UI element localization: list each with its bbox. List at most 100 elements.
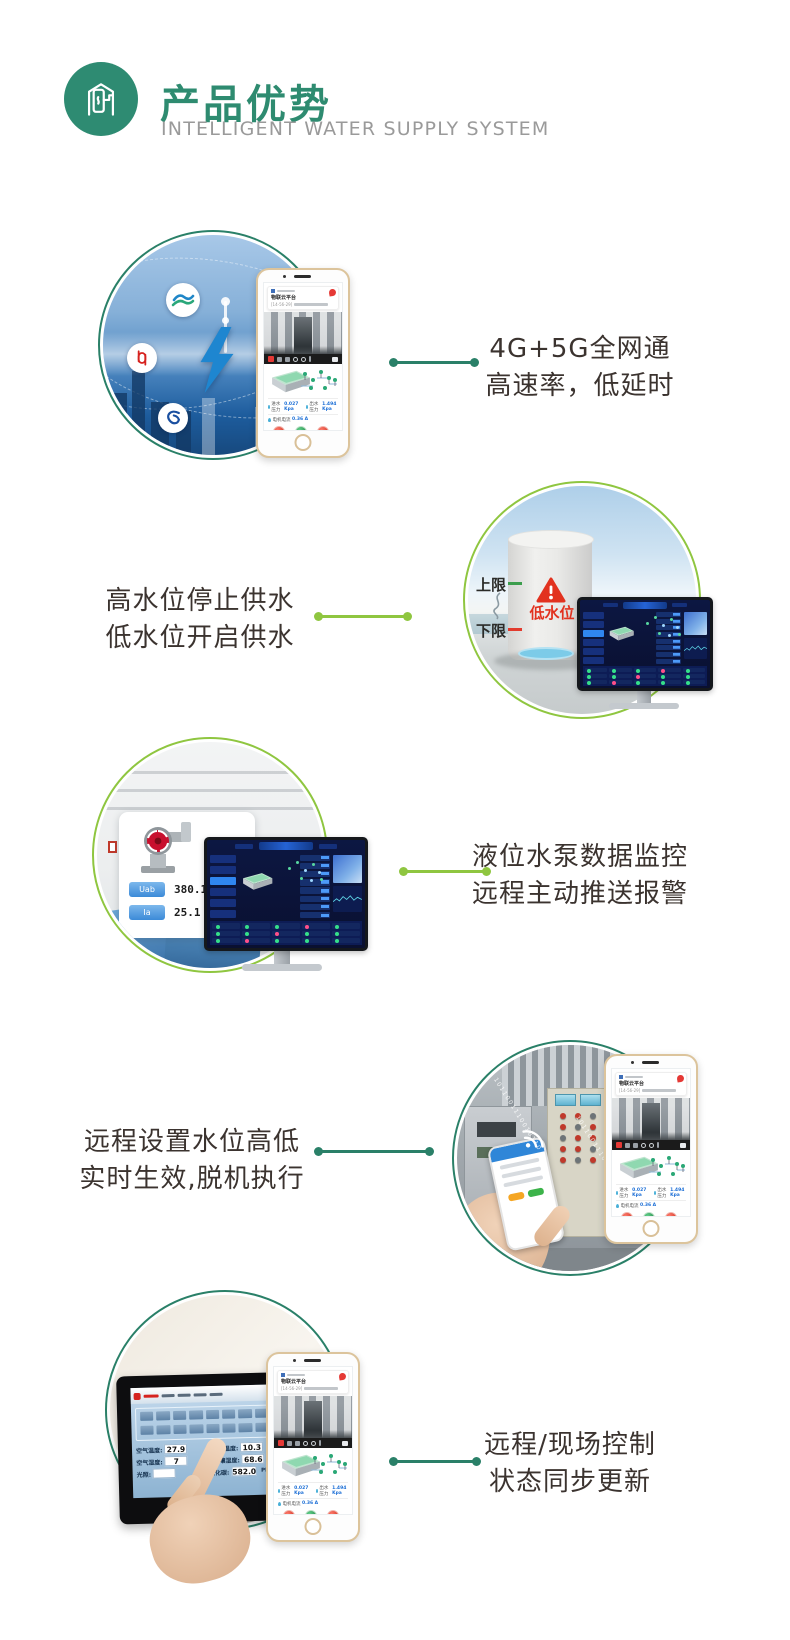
lower-limit-tick (508, 628, 522, 631)
panel-menu-bar (130, 1384, 277, 1405)
notification-message: [14-56-29] (281, 1386, 345, 1391)
alarm-bell-icon (338, 1372, 347, 1381)
dashboard-sidebar (333, 854, 362, 919)
dashboard-title-bar (207, 840, 365, 853)
current-tag: Ia (129, 905, 165, 920)
dashboard-title-bar (580, 600, 710, 611)
app-logo-icon (619, 1075, 623, 1079)
china-mobile-logo (166, 283, 200, 317)
trend-chart (333, 886, 362, 912)
status-grid (582, 666, 708, 686)
connector-line (399, 867, 491, 876)
home-button (642, 1220, 660, 1237)
front-camera-icon (293, 1359, 297, 1362)
video-icon (295, 1440, 300, 1446)
camera-thumbnail (683, 611, 708, 635)
connector-line (389, 1457, 481, 1466)
speaker-slot (304, 1359, 321, 1362)
droplet-icon (278, 1488, 280, 1493)
control-buttons (264, 424, 342, 430)
phone-bottom-bezel (268, 1515, 358, 1540)
record-icon (268, 356, 274, 362)
fullscreen-icon (680, 1142, 686, 1148)
pipe-network-diagram (301, 370, 337, 390)
dashboard-values (656, 611, 682, 664)
front-camera-icon (631, 1061, 635, 1064)
pipe-network-diagram (649, 1156, 685, 1176)
snapshot-icon (277, 356, 282, 362)
notification-card: 物联云平台 [14-56-29] (277, 1370, 349, 1394)
camera-toolbar (612, 1140, 690, 1150)
monitor-mockup (204, 837, 368, 951)
section-badge (64, 62, 138, 136)
mic-icon (319, 1440, 321, 1446)
dashboard-tank-view (239, 855, 297, 919)
feature-text: 液位水泵数据监控 远程主动推送报警 (471, 842, 688, 909)
active-menu-item (143, 1393, 159, 1398)
dashboard-values (299, 854, 330, 919)
phone-top-bezel (268, 1354, 358, 1366)
home-button (294, 434, 312, 451)
app-platform-name: 物联云平台 (281, 1379, 307, 1385)
feature-text: 远程/现场控制 状态同步更新 (484, 1430, 656, 1497)
alarm-bell-icon (676, 1074, 685, 1083)
page-subtitle: INTELLIGENT WATER SUPPLY SYSTEM (161, 118, 550, 140)
mic-icon (657, 1142, 659, 1148)
level-range-squiggle (493, 592, 501, 620)
dashboard-sidebar (683, 611, 708, 664)
rotate-icon (641, 1142, 646, 1148)
record-icon (278, 1440, 284, 1446)
control-buttons (274, 1508, 352, 1514)
target-icon (649, 1142, 654, 1148)
app-platform-name: 物联云平台 (271, 295, 297, 301)
notification-message: [14-56-29] (619, 1088, 683, 1093)
connector-line (389, 358, 479, 367)
pipe-network-diagram (311, 1454, 347, 1474)
monitor-mockup (577, 597, 713, 691)
camera-feed (612, 1098, 690, 1140)
app-logo-icon (281, 1373, 285, 1377)
sensor-dots (646, 622, 650, 626)
snapshot-icon (287, 1440, 292, 1446)
notification-card: 物联云平台 [14-56-29] (267, 286, 339, 310)
camera-thumbnail (333, 854, 362, 883)
mic-icon (309, 356, 311, 362)
feature-text: 4G+5G全网通 高速率，低延时 (485, 334, 675, 401)
phone-bottom-bezel (606, 1217, 696, 1242)
record-icon (616, 1142, 622, 1148)
lightning-bolt-icon (200, 327, 234, 393)
current-value: 25.1 A (174, 906, 214, 919)
lower-limit-label: 下限 (476, 622, 507, 640)
target-icon (311, 1440, 316, 1446)
status-grid (210, 921, 362, 946)
camera-feed (264, 312, 342, 354)
home-button (304, 1518, 322, 1535)
notification-message: [14-56-29] (271, 302, 335, 307)
snapshot-icon (625, 1142, 630, 1148)
wall-sign (108, 841, 118, 854)
speaker-slot (642, 1061, 659, 1064)
china-unicom-logo (127, 343, 157, 373)
droplet-icon (316, 1488, 318, 1493)
droplet-icon (654, 1190, 656, 1195)
droplet-icon (278, 1501, 281, 1506)
dashboard-tank-view (606, 612, 654, 664)
alarm-bell-icon (328, 288, 337, 297)
notification-card: 物联云平台 [14-56-29] (615, 1072, 687, 1096)
droplet-icon (268, 404, 270, 409)
panel-button-grid (134, 1404, 274, 1442)
dashboard-menu (582, 611, 604, 664)
trend-chart (683, 637, 708, 659)
rotate-icon (293, 356, 298, 362)
video-icon (285, 356, 290, 362)
app-logo-icon (271, 289, 275, 293)
china-telecom-logo (158, 403, 188, 433)
target-icon (301, 356, 306, 362)
phone-top-bezel (258, 270, 348, 282)
